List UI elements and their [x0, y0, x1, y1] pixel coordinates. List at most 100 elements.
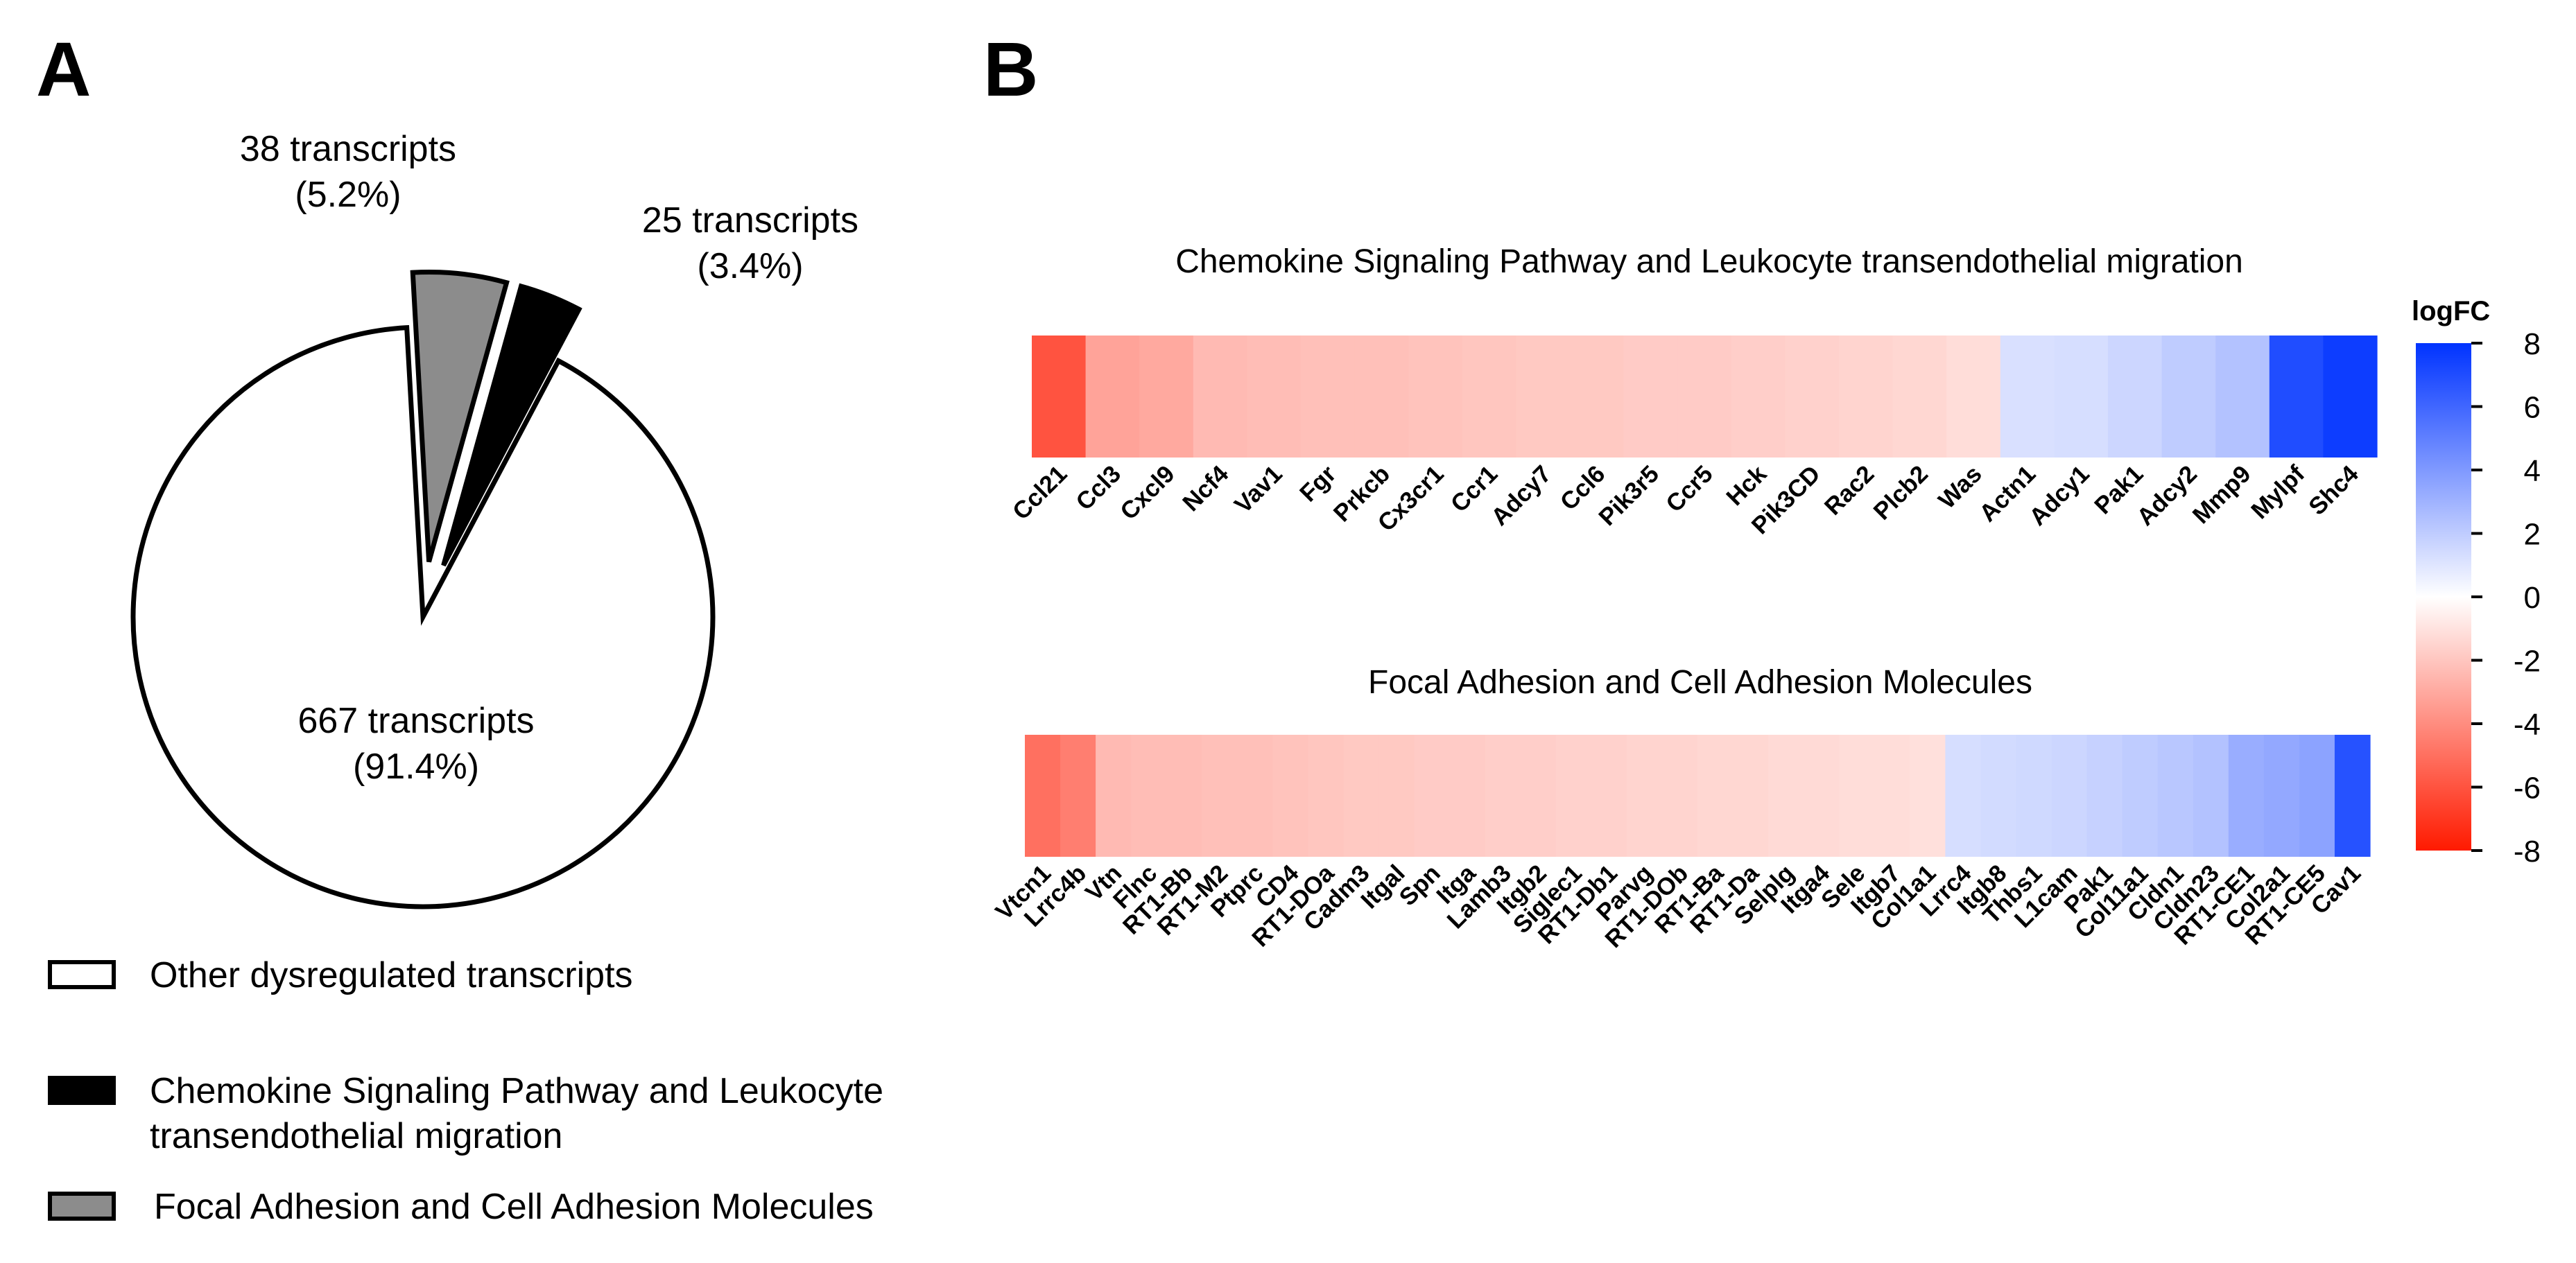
pie-label-focal-pct: (5.2%) — [295, 175, 401, 215]
heatmap-1-tick-label: Ccr5 — [1661, 460, 1718, 518]
heatmap-1-tick-label: Shc4 — [2303, 460, 2364, 521]
heatmap-1-cell-adcy7 — [1516, 336, 1571, 458]
heatmap-1-cell-pik3cd — [1785, 336, 1840, 458]
heatmap-2-cell-spn — [1414, 735, 1451, 857]
heatmap-2-cell-vtn — [1096, 735, 1132, 857]
heatmap-1-cell-shc4 — [2323, 336, 2378, 458]
heatmap-1-cell-ncf4 — [1193, 336, 1247, 458]
colorbar-tick-label: -6 — [2514, 772, 2541, 805]
colorbar-tick-label: 6 — [2524, 391, 2541, 425]
heatmap-1-cell-ccr5 — [1677, 336, 1732, 458]
heatmap-2-cell-flnc — [1131, 735, 1167, 857]
heatmap-2-cell-col11a1 — [2122, 735, 2159, 857]
heatmap-2-cell-l1cam — [2051, 735, 2088, 857]
legend-label-chemokine-line1: Chemokine Signaling Pathway and Leukocyt… — [150, 1071, 883, 1111]
pie-chart — [130, 270, 716, 909]
heatmap-1-tick-label: Cxcl9 — [1115, 460, 1180, 525]
colorbar — [2416, 343, 2471, 851]
heatmap-2-cell-thbs1 — [2016, 735, 2052, 857]
heatmap-1-tick-label: Mylpf — [2246, 460, 2310, 524]
pie-label-other-count: 667 transcripts — [297, 701, 534, 741]
heatmap-1-tick-label: Mmp9 — [2188, 460, 2256, 529]
heatmap-1-cell-ccr1 — [1462, 336, 1516, 458]
heatmap-1-tick-label: Plcb2 — [1868, 460, 1933, 525]
heatmap-2-cell-itgb7 — [1874, 735, 1910, 857]
heatmap-2-cell-itga — [1449, 735, 1486, 857]
colorbar-tick-label: -2 — [2514, 645, 2541, 679]
heatmap-1-cell-ccl21 — [1032, 336, 1087, 458]
colorbar-tick-label: -8 — [2514, 835, 2541, 869]
colorbar-tick-label: 4 — [2524, 454, 2541, 488]
pie-labels: 667 transcripts (91.4%) 38 transcripts (… — [240, 129, 858, 787]
heatmap-2-cell-cldn1 — [2157, 735, 2194, 857]
heatmap-1-cell-pik3r5 — [1623, 336, 1678, 458]
heatmap-1-cell-cx3cr1 — [1408, 336, 1463, 458]
heatmap-1-cell-fgr — [1301, 336, 1356, 458]
heatmap-1-tick-label: Adcy2 — [2132, 460, 2202, 531]
heatmap-1-cell-actn1 — [2000, 336, 2055, 458]
heatmap-1-cell-vav1 — [1247, 336, 1302, 458]
legend-swatch-focal — [48, 1192, 116, 1221]
legend-swatch-chemokine — [48, 1076, 116, 1105]
panel-b-letter: B — [983, 27, 1038, 112]
heatmap-2-cell-lamb3 — [1485, 735, 1521, 857]
heatmap-1-tick-label: Adcy7 — [1486, 460, 1557, 531]
heatmap-2-cell-sele — [1839, 735, 1875, 857]
pie-slice-other — [130, 324, 716, 909]
pie-slice-chemokine — [441, 283, 582, 567]
heatmap-2-cell-itgal — [1378, 735, 1415, 857]
heatmap-1-cell-ccl6 — [1570, 336, 1625, 458]
heatmap-2-cell-rt1-bb — [1166, 735, 1202, 857]
heatmap-2-cell-itga4 — [1804, 735, 1840, 857]
heatmap-2-cell-rt1-doa — [1308, 735, 1345, 857]
heatmap-1-cell-ccl3 — [1085, 336, 1140, 458]
heatmap-2-title: Focal Adhesion and Cell Adhesion Molecul… — [1368, 664, 2032, 701]
pie-label-other-pct: (91.4%) — [353, 747, 479, 787]
heatmap-2-cell-cav1 — [2334, 735, 2371, 857]
heatmap-2-cell-siglec1 — [1555, 735, 1592, 857]
heatmap-2-cell-lrrc4 — [1945, 735, 1982, 857]
heatmap-2-cell-rt1-db1 — [1591, 735, 1627, 857]
panel-a-letter: A — [36, 27, 91, 112]
heatmap-2-cell-lrrc4b — [1060, 735, 1096, 857]
heatmap-1-cell-pak1 — [2108, 336, 2163, 458]
legend-label-other: Other dysregulated transcripts — [150, 955, 633, 995]
legend-label-chemokine-line2: transendothelial migration — [150, 1116, 562, 1156]
heatmap-1-title: Chemokine Signaling Pathway and Leukocyt… — [1175, 243, 2243, 280]
heatmap-1-cell-prkcb — [1354, 336, 1409, 458]
heatmap-2-cell-rt1-ce5 — [2299, 735, 2335, 857]
pie-slice-focal — [410, 270, 510, 563]
colorbar-tick-label: 0 — [2524, 581, 2541, 615]
heatmap-1-cell-rac2 — [1839, 336, 1894, 458]
colorbar-title: logFC — [2412, 296, 2490, 326]
heatmap-1-cell-cxcl9 — [1139, 336, 1194, 458]
heatmap-2-tick-labels: Vtcn1Lrrc4bVtnFlncRT1-BbRT1-M2PtprcCD4RT… — [990, 860, 2366, 953]
pie-label-chemokine-pct: (3.4%) — [697, 246, 803, 286]
colorbar-tick-label: 8 — [2524, 327, 2541, 361]
heatmap-2-cell-rt1-ba — [1697, 735, 1734, 857]
heatmap-2-cell-col1a1 — [1910, 735, 1946, 857]
heatmap-2-cell-ptprc — [1237, 735, 1273, 857]
colorbar-tick-label: -4 — [2514, 708, 2541, 742]
heatmap-2-cell-rt1-m2 — [1202, 735, 1238, 857]
heatmap-1-cells — [1032, 336, 2378, 458]
heatmap-1-cell-adcy2 — [2161, 336, 2216, 458]
heatmap-2-cell-itgb2 — [1520, 735, 1557, 857]
heatmap-2-cell-itgb8 — [1980, 735, 2017, 857]
heatmap-2-cell-vtcn1 — [1025, 735, 1061, 857]
heatmap-1-tick-label: Ncf4 — [1177, 460, 1234, 517]
heatmap-2-cell-parvg — [1626, 735, 1663, 857]
heatmap-2-cell-rt1-dob — [1661, 735, 1698, 857]
heatmap-1-tick-label: Fgr — [1295, 460, 1342, 507]
heatmap-1-cell-mmp9 — [2215, 336, 2270, 458]
heatmap-1-tick-label: Adcy1 — [2024, 460, 2095, 531]
heatmap-2-cell-rt1-da — [1733, 735, 1769, 857]
heatmap-1-cell-plcb2 — [1892, 336, 1947, 458]
heatmap-2-cell-cadm3 — [1343, 735, 1380, 857]
heatmap-1-tick-label: Ccl21 — [1008, 460, 1073, 525]
heatmap-2-cell-cldn23 — [2193, 735, 2229, 857]
heatmap-2-cell-col2a1 — [2263, 735, 2300, 857]
